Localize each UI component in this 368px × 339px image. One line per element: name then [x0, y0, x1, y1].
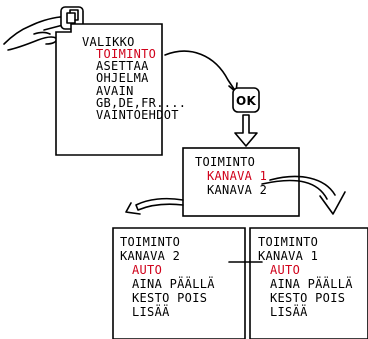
- menu-item-avain[interactable]: AVAIN: [96, 84, 134, 98]
- arrow-down-icon: [234, 114, 258, 147]
- menu-item-vaintoehdot[interactable]: VAINTOEHDOT: [96, 108, 179, 122]
- channel-2-item-auto[interactable]: AUTO: [132, 263, 162, 277]
- channel-1-box: TOIMINTO KANAVA 1 AUTO AINA PÄÄLLÄ KESTO…: [249, 227, 368, 339]
- channel-1-item-lisaa[interactable]: LISÄÄ: [270, 304, 308, 319]
- menu-item-toiminto[interactable]: TOIMINTO: [96, 47, 156, 61]
- main-menu-box: VALIKKO TOIMINTO ASETTAA OHJELMA AVAIN G…: [55, 23, 186, 156]
- ok-key-label: OK: [236, 94, 257, 108]
- channel-1-item-kesto-pois[interactable]: KESTO POIS: [270, 291, 345, 305]
- channel-1-item-auto[interactable]: AUTO: [270, 263, 300, 277]
- curved-arrow-right: [261, 175, 346, 215]
- channel-1-subtitle: KANAVA 1: [258, 249, 318, 263]
- channel-2-subtitle: KANAVA 2: [120, 249, 180, 263]
- ok-key-icon[interactable]: OK: [232, 87, 260, 113]
- channel-1-item-aina-paalla[interactable]: AINA PÄÄLLÄ: [270, 276, 353, 291]
- function-menu-box: TOIMINTO KANAVA 1 KANAVA 2: [182, 147, 300, 217]
- channel-2-item-kesto-pois[interactable]: KESTO POIS: [132, 291, 207, 305]
- curved-arrow-icon: [164, 50, 237, 93]
- curved-arrow-left: [125, 197, 184, 215]
- channel-2-title: TOIMINTO: [120, 235, 180, 249]
- main-menu-title: VALIKKO: [82, 35, 135, 49]
- channel-1-title: TOIMINTO: [258, 235, 318, 249]
- function-item-kanava-1[interactable]: KANAVA 1: [207, 169, 267, 183]
- channel-2-item-aina-paalla[interactable]: AINA PÄÄLLÄ: [132, 276, 215, 291]
- menu-item-languages[interactable]: GB,DE,FR....: [96, 96, 186, 110]
- function-menu-title: TOIMINTO: [195, 155, 255, 169]
- menu-item-asettaa[interactable]: ASETTAA: [96, 59, 149, 73]
- channel-2-box: TOIMINTO KANAVA 2 AUTO AINA PÄÄLLÄ KESTO…: [112, 227, 246, 339]
- function-item-kanava-2[interactable]: KANAVA 2: [207, 183, 267, 197]
- menu-item-ohjelma[interactable]: OHJELMA: [96, 71, 149, 85]
- channel-2-item-lisaa[interactable]: LISÄÄ: [132, 304, 170, 319]
